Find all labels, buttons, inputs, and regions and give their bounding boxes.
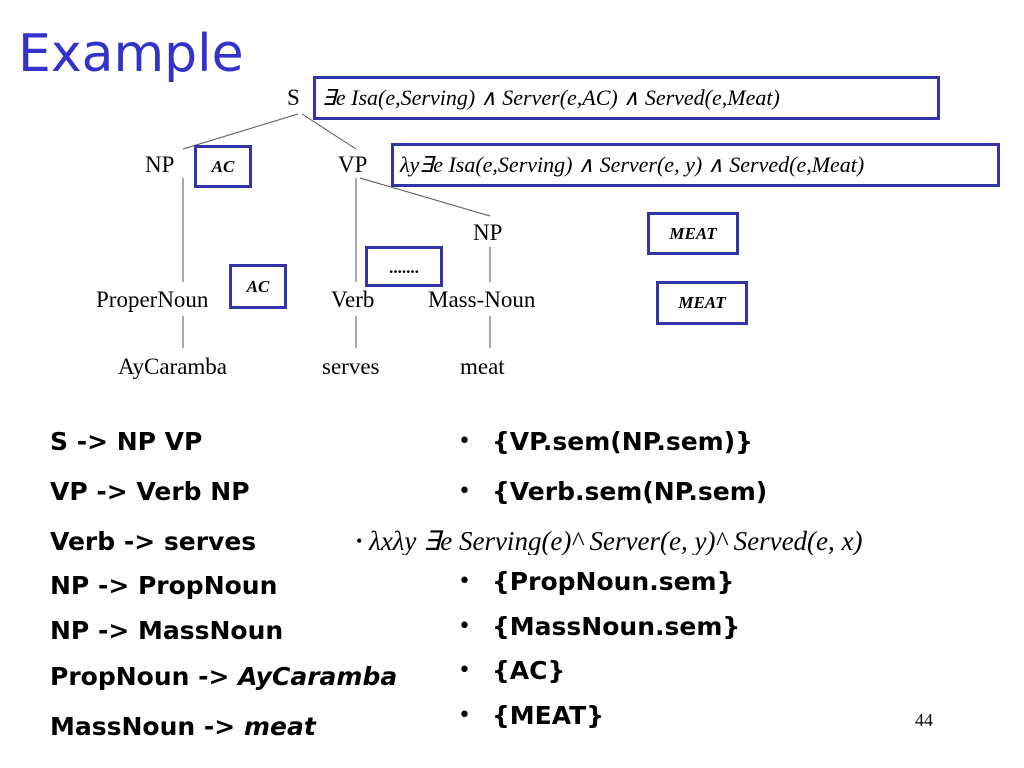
semantic-text: {PropNoun.sem} [492, 567, 735, 596]
rule-text: NP -> PropNoun [50, 571, 278, 600]
grammar-rules-list: • S -> NP VP • VP -> Verb NP • Verb -> s… [50, 0, 440, 768]
semantic-item: • {MassNoun.sem} [458, 612, 741, 641]
tree-leaf-serves: serves [322, 354, 380, 379]
bullet-icon: • [356, 531, 363, 551]
bullet-icon: • [458, 569, 471, 594]
semantic-item: • {Verb.sem(NP.sem) [458, 477, 768, 506]
slide-title: Example [18, 24, 244, 84]
semantic-item: • {MEAT} [458, 701, 605, 730]
rule-terminal: AyCaramba [238, 662, 398, 691]
edge-vp-np2 [359, 177, 491, 217]
semantic-item: • {VP.sem(NP.sem)} [458, 427, 753, 456]
rule-text: S -> NP VP [50, 427, 203, 456]
rule-terminal: meat [243, 712, 316, 741]
np-object-semantics-box: MEAT [647, 212, 739, 255]
rule-item: • NP -> MassNoun [50, 618, 283, 643]
semantic-text: {AC} [492, 656, 566, 685]
tree-node-s: S [287, 85, 300, 110]
propernoun-semantics-box: AC [229, 264, 287, 309]
tree-node-propernoun: ProperNoun [96, 287, 209, 312]
rule-text: MassNoun -> [50, 712, 244, 741]
bullet-icon: • [458, 429, 471, 454]
tree-node-np-object: NP [473, 220, 503, 245]
rule-item: • VP -> Verb NP [50, 479, 250, 504]
semantic-item: • {AC} [458, 656, 566, 685]
s-semantics-box: ∃e Isa(e,Serving) ∧ Server(e,AC) ∧ Serve… [313, 76, 940, 120]
semantic-text: {Verb.sem(NP.sem) [492, 477, 768, 506]
tree-leaf-meat: meat [460, 354, 505, 379]
semantic-item: • {PropNoun.sem} [458, 567, 735, 596]
tree-node-vp: VP [338, 152, 368, 177]
rule-item: • Verb -> serves [50, 529, 256, 554]
vp-semantics-box: λy∃e Isa(e,Serving) ∧ Server(e, y) ∧ Ser… [391, 143, 1000, 187]
rule-item: • MassNoun -> meat [50, 714, 316, 739]
rule-text: NP -> MassNoun [50, 616, 284, 645]
verb-lambda-expression: • λxλy ∃e Serving(e)^ Server(e, y)^ Serv… [356, 528, 1020, 555]
edge-s-np [182, 113, 299, 150]
bullet-icon: • [458, 479, 471, 504]
tree-leaf-aycaramba: AyCaramba [118, 354, 228, 379]
page-number: 44 [915, 710, 933, 730]
bullet-icon: • [458, 614, 471, 639]
edge-s-vp [301, 113, 357, 150]
semantic-attachments-list: • {VP.sem(NP.sem)} • {Verb.sem(NP.sem) •… [458, 0, 992, 768]
semantic-text: {MEAT} [492, 701, 605, 730]
rule-text: PropNoun -> [50, 662, 239, 691]
tree-node-np: NP [145, 152, 175, 177]
bullet-icon: • [458, 658, 471, 683]
verb-semantics-box: ....... [365, 246, 443, 287]
tree-node-massnoun: Mass-Noun [428, 287, 536, 312]
tree-node-verb: Verb [331, 287, 375, 312]
rule-item: • PropNoun -> AyCaramba [50, 664, 397, 689]
np-semantics-box: AC [194, 145, 252, 188]
rule-text: VP -> Verb NP [50, 477, 250, 506]
lambda-formula: λxλy ∃e Serving(e)^ Server(e, y)^ Served… [369, 528, 863, 555]
rule-item: • NP -> PropNoun [50, 573, 277, 598]
bullet-icon: • [458, 703, 471, 728]
semantic-text: {VP.sem(NP.sem)} [492, 427, 753, 456]
rule-item: • S -> NP VP [50, 429, 202, 454]
rule-text: Verb -> serves [50, 527, 257, 556]
massnoun-semantics-box: MEAT [656, 281, 748, 325]
semantic-text: {MassNoun.sem} [492, 612, 741, 641]
